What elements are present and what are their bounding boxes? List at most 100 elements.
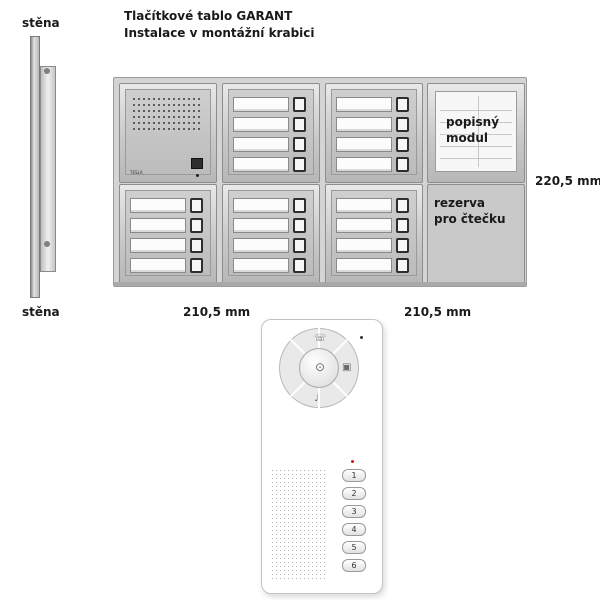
handset-key-6[interactable]: 6 — [342, 559, 366, 572]
call-button[interactable] — [396, 137, 409, 152]
grille-hole — [296, 530, 297, 531]
grille-hole — [296, 502, 297, 503]
call-button[interactable] — [293, 198, 306, 213]
grille-hole — [300, 526, 301, 527]
grille-hole — [143, 116, 145, 118]
grille-hole — [312, 542, 313, 543]
grille-hole — [158, 104, 160, 106]
grille-hole — [300, 550, 301, 551]
grille-hole — [284, 494, 285, 495]
mounting-box-side — [40, 66, 56, 272]
call-button[interactable] — [293, 258, 306, 273]
grille-hole — [284, 578, 285, 579]
grille-hole — [308, 490, 309, 491]
call-button[interactable] — [190, 238, 203, 253]
grille-hole — [148, 98, 150, 100]
grille-hole — [280, 542, 281, 543]
grille-hole — [324, 522, 325, 523]
handset-key-3[interactable]: 3 — [342, 505, 366, 518]
handset-key-4[interactable]: 4 — [342, 523, 366, 536]
grille-hole — [300, 514, 301, 515]
button-module — [119, 184, 217, 284]
grille-hole — [280, 554, 281, 555]
grille-hole — [304, 562, 305, 563]
call-button[interactable] — [293, 157, 306, 172]
grille-hole — [284, 470, 285, 471]
grille-hole — [316, 470, 317, 471]
call-button[interactable] — [190, 218, 203, 233]
grille-hole — [183, 110, 185, 112]
grille-hole — [272, 478, 273, 479]
grille-hole — [316, 542, 317, 543]
grille-hole — [304, 554, 305, 555]
grille-hole — [316, 554, 317, 555]
grille-hole — [178, 110, 180, 112]
call-button[interactable] — [293, 97, 306, 112]
call-button[interactable] — [293, 137, 306, 152]
call-button[interactable] — [396, 97, 409, 112]
grille-hole — [280, 518, 281, 519]
call-button[interactable] — [396, 238, 409, 253]
call-button[interactable] — [396, 198, 409, 213]
grille-hole — [296, 486, 297, 487]
grille-hole — [292, 498, 293, 499]
door-panel: TESLA popisný modul rezerva pro čtečku — [113, 77, 527, 287]
handset-key-1[interactable]: 1 — [342, 469, 366, 482]
grille-hole — [304, 510, 305, 511]
call-button[interactable] — [293, 117, 306, 132]
grille-hole — [308, 546, 309, 547]
grille-hole — [276, 550, 277, 551]
grille-hole — [312, 490, 313, 491]
grille-hole — [276, 538, 277, 539]
grille-hole — [276, 558, 277, 559]
grille-hole — [316, 566, 317, 567]
grille-hole — [312, 558, 313, 559]
grille-hole — [308, 502, 309, 503]
grille-hole — [158, 98, 160, 100]
grille-hole — [288, 486, 289, 487]
grille-hole — [324, 486, 325, 487]
grille-hole — [173, 104, 175, 106]
grille-hole — [324, 566, 325, 567]
grille-hole — [288, 498, 289, 499]
grille-hole — [284, 530, 285, 531]
call-button[interactable] — [396, 117, 409, 132]
grille-hole — [308, 518, 309, 519]
grille-hole — [272, 474, 273, 475]
grille-hole — [280, 574, 281, 575]
call-button[interactable] — [396, 157, 409, 172]
grille-hole — [284, 486, 285, 487]
grille-hole — [320, 490, 321, 491]
call-button[interactable] — [190, 198, 203, 213]
grille-hole — [324, 534, 325, 535]
grille-hole — [284, 534, 285, 535]
call-button[interactable] — [190, 258, 203, 273]
door-open-button[interactable] — [299, 348, 339, 388]
call-button[interactable] — [293, 218, 306, 233]
grille-hole — [312, 506, 313, 507]
call-button[interactable] — [396, 218, 409, 233]
grille-hole — [133, 128, 135, 130]
handset-key-5[interactable]: 5 — [342, 541, 366, 554]
grille-hole — [280, 470, 281, 471]
call-button[interactable] — [293, 238, 306, 253]
grille-hole — [284, 558, 285, 559]
grille-hole — [300, 478, 301, 479]
grille-hole — [304, 494, 305, 495]
grille-hole — [300, 542, 301, 543]
handset-key-2[interactable]: 2 — [342, 487, 366, 500]
grille-hole — [316, 502, 317, 503]
grille-hole — [296, 478, 297, 479]
grille-hole — [138, 122, 140, 124]
grille-hole — [272, 482, 273, 483]
grille-hole — [272, 498, 273, 499]
grille-hole — [292, 478, 293, 479]
grille-hole — [312, 546, 313, 547]
grille-hole — [320, 506, 321, 507]
grille-hole — [276, 566, 277, 567]
call-button[interactable] — [396, 258, 409, 273]
grille-hole — [284, 574, 285, 575]
caption-module: popisný modul — [427, 83, 525, 183]
grille-hole — [320, 474, 321, 475]
grille-hole — [288, 534, 289, 535]
